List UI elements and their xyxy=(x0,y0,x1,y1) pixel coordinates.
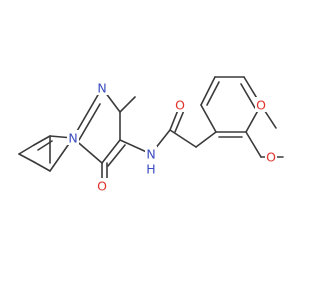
bond-line xyxy=(206,81,220,106)
bond-line xyxy=(72,87,103,139)
bond-line xyxy=(33,135,51,146)
molecule-structure: N N O N H O O O xyxy=(18,76,284,194)
atom-n-amide: N xyxy=(146,147,155,162)
atom-h-amide: H xyxy=(146,162,155,177)
bond-line xyxy=(78,103,101,141)
bond-line xyxy=(101,139,121,164)
bond-line xyxy=(33,161,51,172)
bond-line xyxy=(18,153,35,163)
bonds xyxy=(18,76,284,187)
bond-line xyxy=(107,144,126,167)
bond-line xyxy=(200,104,217,133)
atom-labels: N N O N H O O O xyxy=(67,80,277,194)
atom-n-ring-bottom: N xyxy=(68,131,77,146)
bond-line xyxy=(169,129,197,148)
atom-o-methoxy-bottom: O xyxy=(266,150,276,165)
atom-o-methoxy-top: O xyxy=(256,98,266,113)
bond-line xyxy=(245,131,262,158)
bond-line xyxy=(240,83,256,109)
atom-n-ring-top: N xyxy=(97,81,106,96)
bond-line xyxy=(200,76,216,106)
bond-line xyxy=(119,96,136,113)
atom-o-pyrimidinone: O xyxy=(97,179,107,194)
bond-line xyxy=(18,144,35,155)
atom-o-amide: O xyxy=(175,98,185,113)
bond-line xyxy=(195,131,217,148)
